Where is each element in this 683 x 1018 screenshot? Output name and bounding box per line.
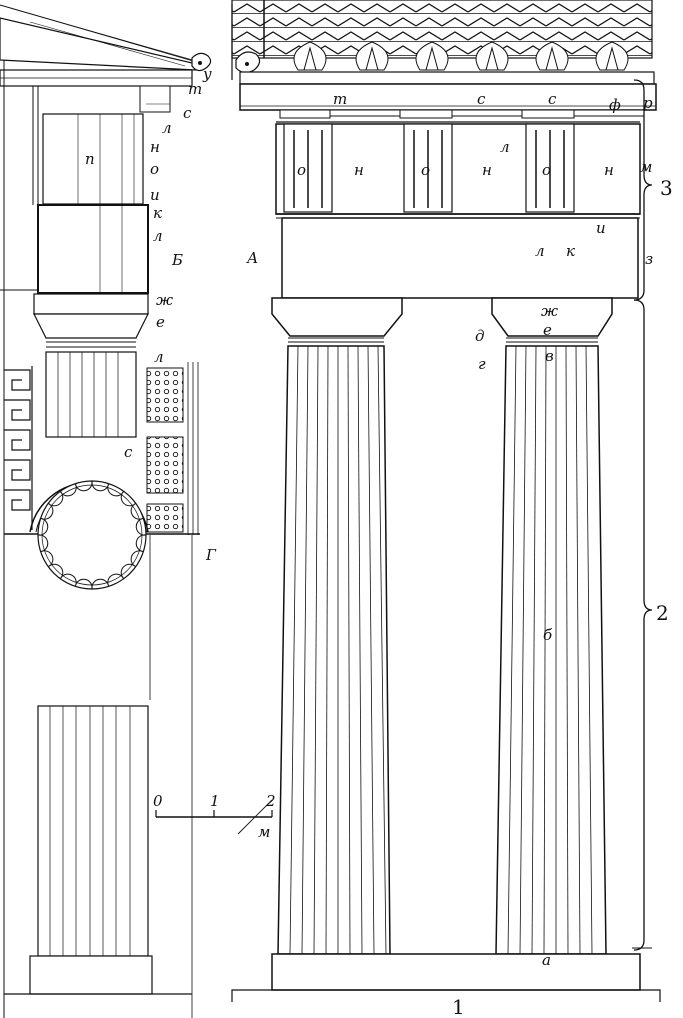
label-n-right-2: н bbox=[482, 161, 492, 179]
label-o-right-2: о bbox=[421, 161, 430, 179]
view-label-b: Б bbox=[171, 251, 183, 269]
label-f: ф bbox=[609, 96, 621, 114]
scale-unit: м bbox=[258, 823, 270, 841]
label-z: з bbox=[645, 250, 653, 268]
brace-column bbox=[633, 299, 653, 951]
stylobate bbox=[271, 953, 641, 991]
column-shaft-left-upper bbox=[45, 351, 137, 438]
scale-tick-0: 0 bbox=[153, 792, 163, 810]
meander-ornament bbox=[4, 366, 33, 530]
figure-number: 1 bbox=[452, 995, 465, 1018]
column-fragment-lower bbox=[37, 705, 149, 957]
label-r: р bbox=[643, 94, 653, 112]
section-view-left bbox=[0, 4, 212, 1018]
label-i-left: и bbox=[150, 186, 160, 204]
label-v: в bbox=[545, 347, 554, 365]
figure-bracket bbox=[231, 989, 661, 1002]
label-n-left: н bbox=[150, 138, 160, 156]
abacus-left bbox=[33, 293, 149, 315]
lion-head-ornament bbox=[191, 52, 212, 72]
label-zh-right: ж bbox=[541, 302, 558, 320]
coffer-dotted-middle bbox=[146, 436, 184, 494]
label-o-left: о bbox=[150, 160, 159, 178]
frieze-section bbox=[42, 113, 144, 205]
column-1 bbox=[271, 297, 403, 955]
label-l-right-2: л bbox=[535, 242, 545, 260]
column-plan-flutes bbox=[37, 480, 147, 590]
coffer-dotted-lower bbox=[146, 503, 184, 533]
column-fragment-base bbox=[29, 955, 153, 995]
mutules bbox=[279, 109, 645, 119]
label-m: м bbox=[640, 158, 652, 176]
label-l-left-1: л bbox=[162, 119, 172, 137]
brace-entablature bbox=[633, 79, 653, 301]
label-l-left-2: л bbox=[153, 227, 163, 245]
label-k-left: к bbox=[153, 204, 162, 222]
column-plan-fluted bbox=[37, 480, 147, 590]
mutule-left bbox=[139, 85, 171, 113]
view-label-g: Г bbox=[205, 546, 217, 564]
label-s-left: с bbox=[183, 104, 192, 122]
antefix-5 bbox=[535, 41, 569, 71]
label-u: у bbox=[202, 65, 212, 83]
coffer-dotted-upper bbox=[146, 367, 184, 423]
architrave bbox=[281, 217, 639, 299]
scale-bar: 0 1 2 м bbox=[153, 792, 276, 841]
label-o-right-3: о bbox=[542, 161, 551, 179]
label-k-right: к bbox=[566, 242, 575, 260]
column-2 bbox=[491, 297, 613, 955]
sima bbox=[239, 71, 655, 85]
antefix-row bbox=[293, 41, 629, 71]
column-1-capital bbox=[271, 297, 403, 337]
pediment-roof bbox=[0, 17, 207, 71]
label-d: д bbox=[475, 327, 485, 345]
antefix-2 bbox=[355, 41, 389, 71]
triglyph-2 bbox=[403, 123, 453, 213]
label-b: б bbox=[543, 626, 553, 644]
label-p: п bbox=[85, 150, 95, 168]
view-label-a: А bbox=[246, 249, 258, 267]
label-zh-left: ж bbox=[156, 291, 173, 309]
label-t-left: т bbox=[188, 80, 202, 98]
elevation-view bbox=[231, 0, 661, 1002]
label-n-right-1: н bbox=[354, 161, 364, 179]
label-s-right-2: с bbox=[548, 90, 557, 108]
lion-head-ornament-right bbox=[235, 51, 261, 74]
label-e-left: е bbox=[156, 313, 165, 331]
label-l-right-1: л bbox=[500, 138, 510, 156]
label-i-right: и bbox=[596, 219, 606, 237]
label-a: а bbox=[542, 951, 551, 969]
section-number-3: 3 bbox=[660, 176, 673, 200]
column-2-shaft bbox=[495, 345, 607, 955]
architrave-section bbox=[37, 204, 149, 294]
label-e-right: е bbox=[543, 321, 552, 339]
label-g: г bbox=[478, 355, 486, 373]
echinus-left bbox=[33, 313, 149, 339]
label-s-left-2: с bbox=[124, 443, 133, 461]
label-s-right-1: с bbox=[477, 90, 486, 108]
antefix-4 bbox=[475, 41, 509, 71]
antefix-3 bbox=[415, 41, 449, 71]
label-l-left-3: л bbox=[154, 348, 164, 366]
antefix-1 bbox=[293, 41, 327, 71]
scale-tick-2: 2 bbox=[265, 792, 276, 810]
label-o-right-1: о bbox=[297, 161, 306, 179]
triglyph-3 bbox=[525, 123, 575, 213]
labels: т у с л п н о и к л Б ж е л с Г А т с с … bbox=[85, 65, 673, 1018]
label-t-right: т bbox=[333, 90, 347, 108]
scale-tick-1: 1 bbox=[210, 792, 220, 810]
triglyph-1 bbox=[283, 123, 333, 213]
frieze bbox=[275, 123, 641, 215]
column-2-capital bbox=[491, 297, 613, 337]
section-number-2: 2 bbox=[656, 601, 669, 625]
label-n-right-3: н bbox=[604, 161, 614, 179]
antefix-6 bbox=[595, 41, 629, 71]
